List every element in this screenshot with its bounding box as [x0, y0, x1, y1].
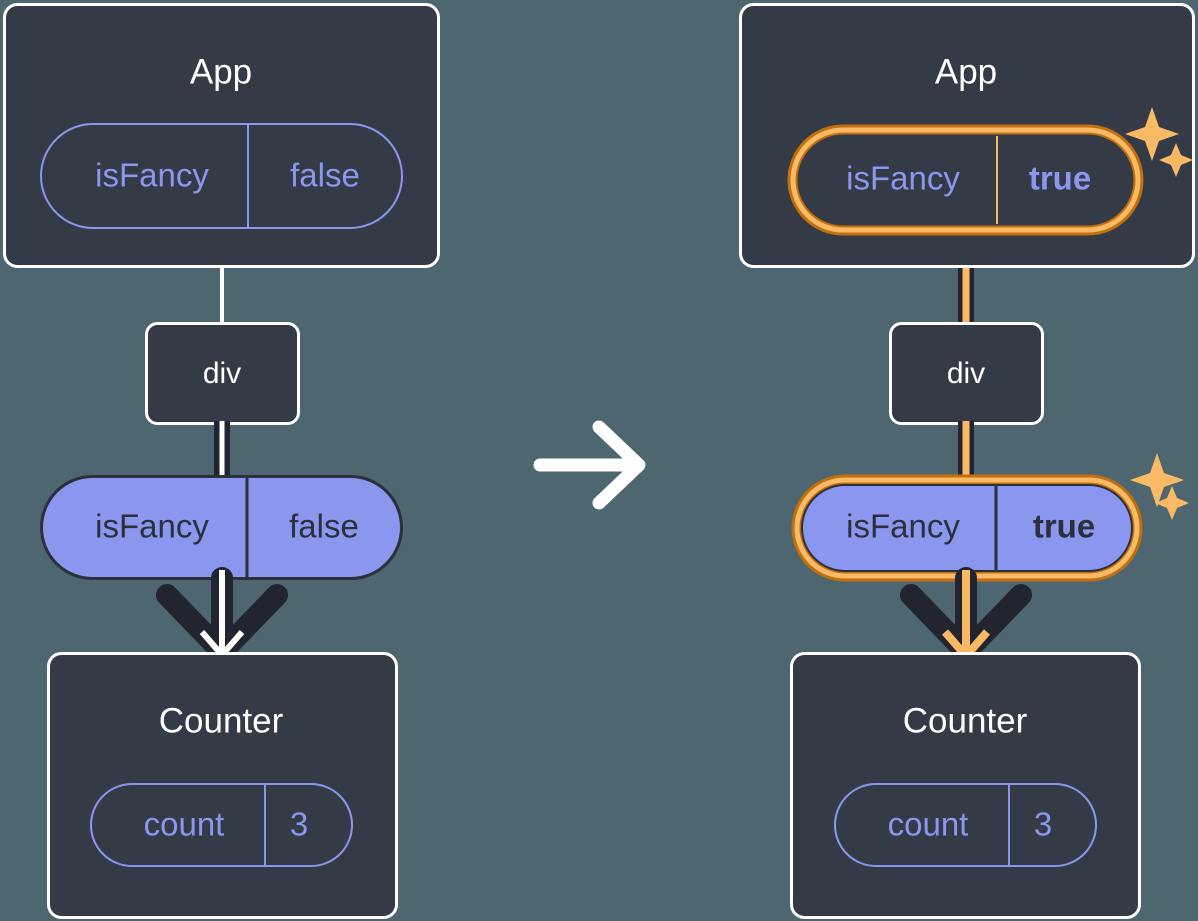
counter-node-box	[790, 652, 1141, 919]
arrow-prop-to-counter	[900, 567, 1032, 663]
app-state-pill-shape	[797, 134, 1134, 226]
app-state-pill-value: false	[290, 157, 360, 194]
app-state-pill: isFancy true	[787, 124, 1144, 236]
app-state-pill-highlight-inner	[790, 127, 1141, 233]
app-node-title: App	[935, 52, 997, 91]
div-node-label: div	[947, 357, 985, 390]
prop-pill-value: false	[289, 508, 359, 545]
counter-node-title: Counter	[159, 701, 284, 740]
app-state-pill-value: true	[1029, 160, 1091, 197]
app-state-pill-shape	[40, 123, 403, 229]
prop-pill: isFancy false	[40, 475, 403, 580]
counter-state-pill-value: 3	[1034, 806, 1052, 843]
sparkle-small-icon	[1159, 143, 1193, 177]
sparkle-icon-prop	[1130, 453, 1189, 520]
sparkle-icon-app	[1125, 107, 1193, 177]
sparkle-large-icon	[1125, 107, 1179, 161]
counter-node-title: Counter	[903, 701, 1028, 740]
sparkle-small-icon	[1155, 486, 1189, 520]
app-node-title: App	[190, 52, 252, 91]
div-node-label: div	[203, 357, 241, 390]
transition-arrow-right-icon	[533, 420, 646, 510]
prop-pill-name: isFancy	[846, 508, 960, 545]
counter-state-pill: count 3	[834, 783, 1097, 867]
counter-state-pill-value: 3	[290, 806, 308, 843]
counter-node-box	[47, 652, 398, 919]
app-node-box	[3, 3, 440, 268]
panel-before: App isFancy false div isFancy false	[3, 3, 440, 919]
app-state-pill-name: isFancy	[95, 157, 209, 194]
counter-state-pill: count 3	[90, 783, 353, 867]
sparkle-large-icon	[1130, 453, 1184, 507]
counter-state-pill-shape	[90, 783, 353, 867]
counter-state-pill-name: count	[144, 806, 225, 843]
panel-after: App isFancy true div	[739, 3, 1195, 919]
counter-state-pill-shape	[834, 783, 1097, 867]
arrow-prop-to-counter	[156, 567, 288, 663]
prop-pill: isFancy true	[791, 474, 1143, 582]
app-state-pill: isFancy false	[40, 123, 403, 229]
prop-pill-name: isFancy	[95, 508, 209, 545]
prop-pill-value: true	[1033, 508, 1095, 545]
counter-state-pill-name: count	[888, 806, 969, 843]
app-state-pill-name: isFancy	[846, 160, 960, 197]
